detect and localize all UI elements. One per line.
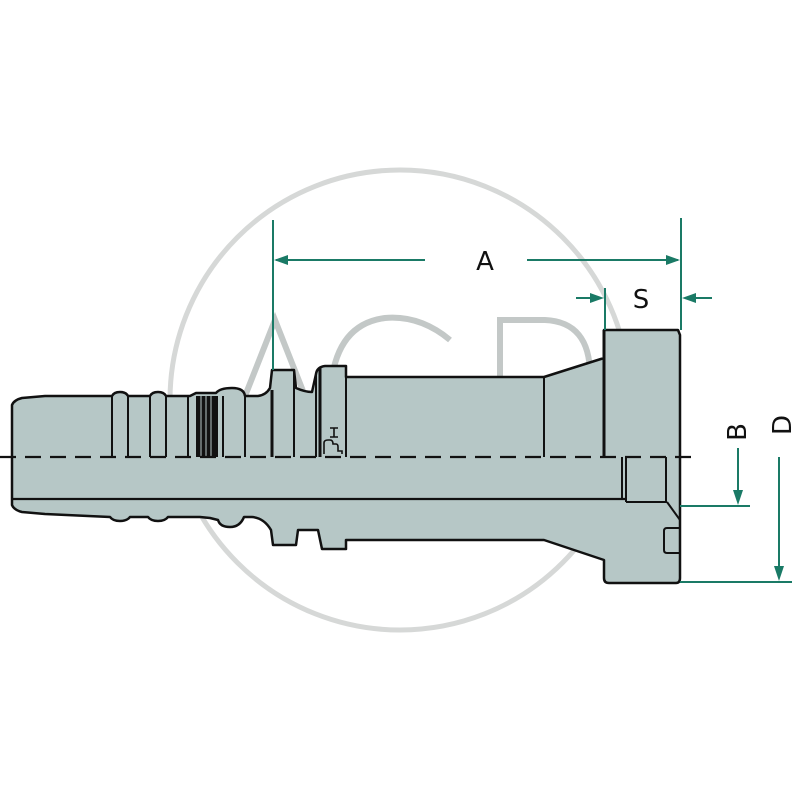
- dim-label-b: B: [723, 423, 753, 441]
- seal-mark: [330, 427, 338, 438]
- arrow-right-icon: [590, 293, 604, 303]
- thread: [196, 396, 218, 457]
- face-groove: [663, 527, 680, 554]
- arrow-left-icon: [274, 255, 288, 265]
- dim-label-d: D: [768, 415, 798, 435]
- dim-label-a: A: [476, 247, 494, 277]
- dimensions: [272, 218, 792, 583]
- arrow-down-icon: [774, 566, 784, 581]
- arrow-right-icon: [666, 255, 680, 265]
- arrow-down-icon: [733, 490, 743, 505]
- seal-symbol: [323, 439, 343, 454]
- flange-chamfer: [666, 501, 681, 521]
- arrow-left-icon: [682, 293, 696, 303]
- dim-label-s: S: [633, 285, 650, 315]
- fitting-body: [10, 328, 682, 585]
